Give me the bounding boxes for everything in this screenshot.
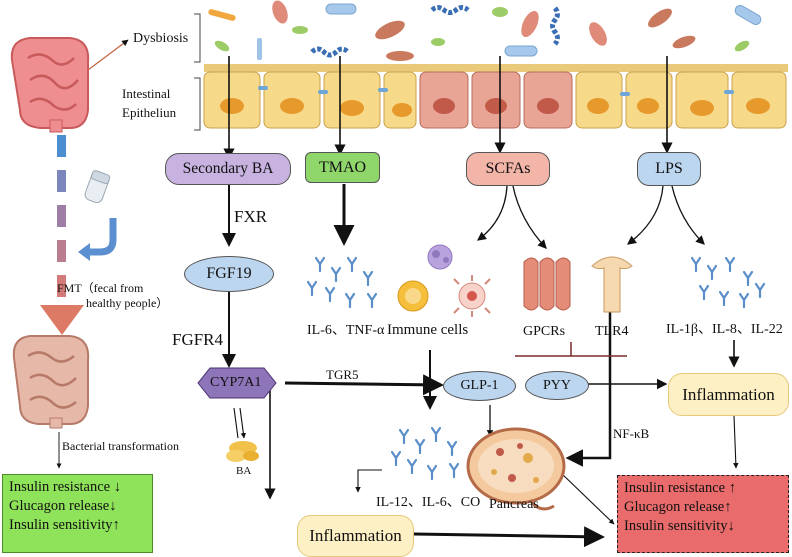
- outcome-left-line3: Insulin sensitivity↑: [9, 517, 120, 534]
- tlr4-label: TLR4: [595, 324, 629, 339]
- fmt-label-line2: healthy people）: [86, 296, 169, 310]
- antibody-icon: [690, 256, 766, 309]
- tlr4-receptor-icon: [591, 256, 633, 313]
- pyy-node: PYY: [525, 371, 589, 400]
- bile-acid-icon: [226, 441, 259, 462]
- epithelium-label: Epitheliun: [122, 105, 177, 120]
- lps-node: LPS: [637, 152, 701, 186]
- ba-label: BA: [236, 465, 252, 477]
- antibody-icon: [306, 256, 378, 309]
- intestinal-label: Intestinal: [122, 86, 171, 101]
- metabolite-arrows: [223, 56, 673, 160]
- outcome-right-line1: Insulin resistance ↑: [624, 480, 736, 496]
- inflammation-right-node: Inflammation: [668, 373, 789, 416]
- tmao-node: TMAO: [305, 152, 380, 183]
- scfas-node: SCFAs: [466, 152, 550, 186]
- fgfr4-label: FGFR4: [172, 330, 224, 349]
- epithelial-cell-icon: [203, 64, 788, 129]
- pancreas-icon: [466, 427, 566, 511]
- nfkb-label: NF-κB: [613, 426, 650, 441]
- fxr-label: FXR: [234, 207, 268, 226]
- immune-cells-label: Immune cells: [387, 322, 469, 338]
- il12-il6-co-label: IL-12、IL-6、CO: [376, 495, 481, 510]
- immune-cell-icon: [397, 244, 491, 317]
- secondary-ba-node: Secondary BA: [165, 153, 291, 185]
- inflammation-bottom-node: Inflammation: [297, 515, 414, 557]
- dysbiosis-label: Dysbiosis: [133, 31, 189, 46]
- il1-il8-il22-label: IL-1β、IL-8、IL-22: [666, 322, 783, 337]
- outcome-left-line1: Insulin resistance ↓: [9, 479, 121, 495]
- capsule-icon: [84, 170, 111, 203]
- bacteria-icon: [208, 0, 762, 61]
- cyp7a1-node: [197, 367, 277, 399]
- fmt-label-line1: FMT（fecal from: [57, 281, 144, 295]
- outcome-right-line3: Insulin sensitivity↓: [624, 518, 735, 535]
- fgf19-node: FGF19: [184, 256, 274, 292]
- dysbiosis-arrow: [87, 39, 129, 71]
- pancreas-label: Pancreas: [489, 497, 539, 512]
- outcome-right-box: Insulin resistance ↑ Glucagon release↑ I…: [617, 475, 789, 553]
- il6-tnf-label: IL-6、TNF-α: [307, 323, 385, 338]
- gpcrs-label: GPCRs: [523, 324, 566, 339]
- bacterial-transformation-label: Bacterial transformation: [62, 439, 179, 453]
- intestine-icon: [12, 335, 90, 429]
- fmt-arrow: [88, 218, 117, 256]
- outcome-left-box: Insulin resistance ↓ Glucagon release↓ I…: [2, 474, 153, 553]
- pathway-arrows: [222, 184, 740, 548]
- glp1-node: GLP-1: [443, 371, 516, 401]
- intestine-icon: [10, 37, 90, 133]
- gradient-transition-bar: [40, 135, 84, 335]
- gpcr-receptor-icon: [523, 257, 571, 311]
- outcome-left-line2: Glucagon release↓: [9, 498, 117, 515]
- cyp7a1-label: CYP7A1: [210, 375, 262, 390]
- outcome-right-line2: Glucagon release↑: [624, 499, 732, 516]
- antibody-icon: [390, 426, 460, 481]
- tgr5-label: TGR5: [326, 367, 359, 382]
